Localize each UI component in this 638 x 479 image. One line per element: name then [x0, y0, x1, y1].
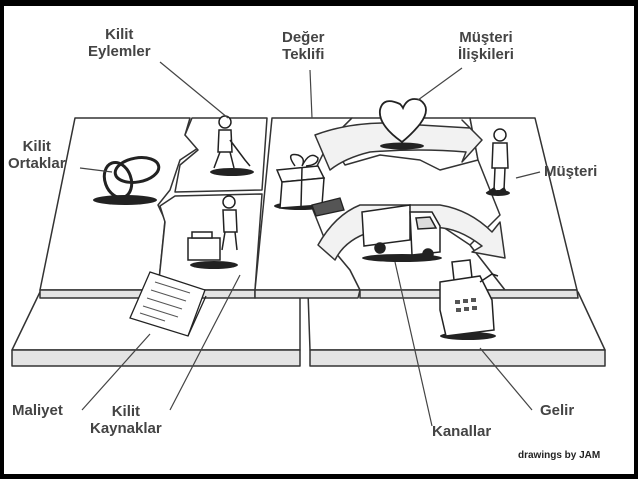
- label-deger-teklifi: Değer Teklifi: [282, 29, 325, 63]
- label-line: Kilit: [22, 138, 51, 155]
- heart-icon: [379, 98, 427, 150]
- label-line: İlişkileri: [458, 46, 514, 63]
- label-line: Maliyet: [12, 402, 63, 419]
- credit-text: drawings by JAM: [518, 450, 601, 461]
- worker-icon: [210, 115, 254, 176]
- truck-icon: [361, 204, 442, 262]
- customer-figure-icon: [485, 128, 510, 196]
- label-line: Kanallar: [432, 423, 492, 440]
- block-musteri: [469, 117, 578, 291]
- label-line: Gelir: [540, 402, 575, 419]
- label-line: Eylemler: [88, 43, 151, 60]
- label-kilit-eylemler: Kilit Eylemler: [88, 26, 151, 60]
- label-gelir: Gelir: [540, 402, 574, 419]
- label-line: Değer: [282, 29, 325, 46]
- label-line: Kaynaklar: [90, 420, 162, 437]
- label-musteri: Müşteri: [544, 163, 597, 180]
- rings-icon: [93, 156, 161, 205]
- cash-register-icon: [439, 259, 499, 340]
- label-line: Teklifi: [282, 46, 325, 63]
- label-line: Müşteri: [459, 29, 513, 46]
- label-line: Ortaklar: [8, 155, 66, 172]
- label-kilit-kaynaklar: Kilit Kaynaklar: [90, 403, 162, 437]
- laptop-icon: [311, 197, 345, 217]
- label-line: Kilit: [105, 26, 134, 43]
- label-line: Kilit: [111, 403, 141, 420]
- cart-icon: [187, 195, 238, 269]
- label-maliyet: Maliyet: [12, 402, 63, 419]
- invoice-icon: [129, 271, 207, 337]
- label-musteri-iliskileri: Müşteri İlişkileri: [458, 29, 514, 63]
- label-kanallar: Kanallar: [432, 423, 491, 440]
- gift-icon: [274, 153, 326, 210]
- label-line: Müşteri: [544, 163, 598, 180]
- label-kilit-ortaklar: Kilit Ortaklar: [8, 138, 66, 172]
